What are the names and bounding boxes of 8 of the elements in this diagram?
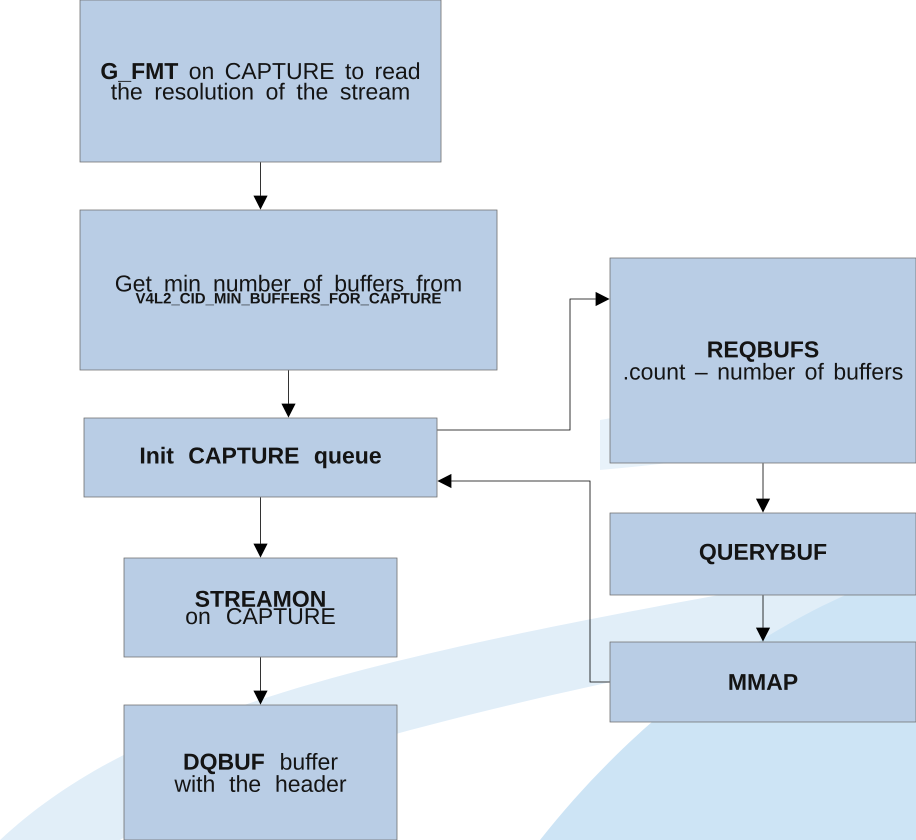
process-box: DQBUF buffer with the header — [124, 704, 398, 840]
process-box: Get min number of buffers from V4L2_CID_MIN_BUFFERS_FOR_CAPTURE — [80, 210, 498, 370]
process-box: REQBUFS .count – number of buffers — [610, 258, 916, 464]
process-box: G_FMT on CAPTURE to read the resolution of the stream — [80, 0, 442, 162]
process-box: MMAP — [610, 642, 916, 722]
process-box: QUERYBUF — [610, 512, 916, 596]
process-box: Init CAPTURE queue — [84, 418, 438, 498]
process-box: STREAMON on CAPTURE — [124, 558, 398, 658]
